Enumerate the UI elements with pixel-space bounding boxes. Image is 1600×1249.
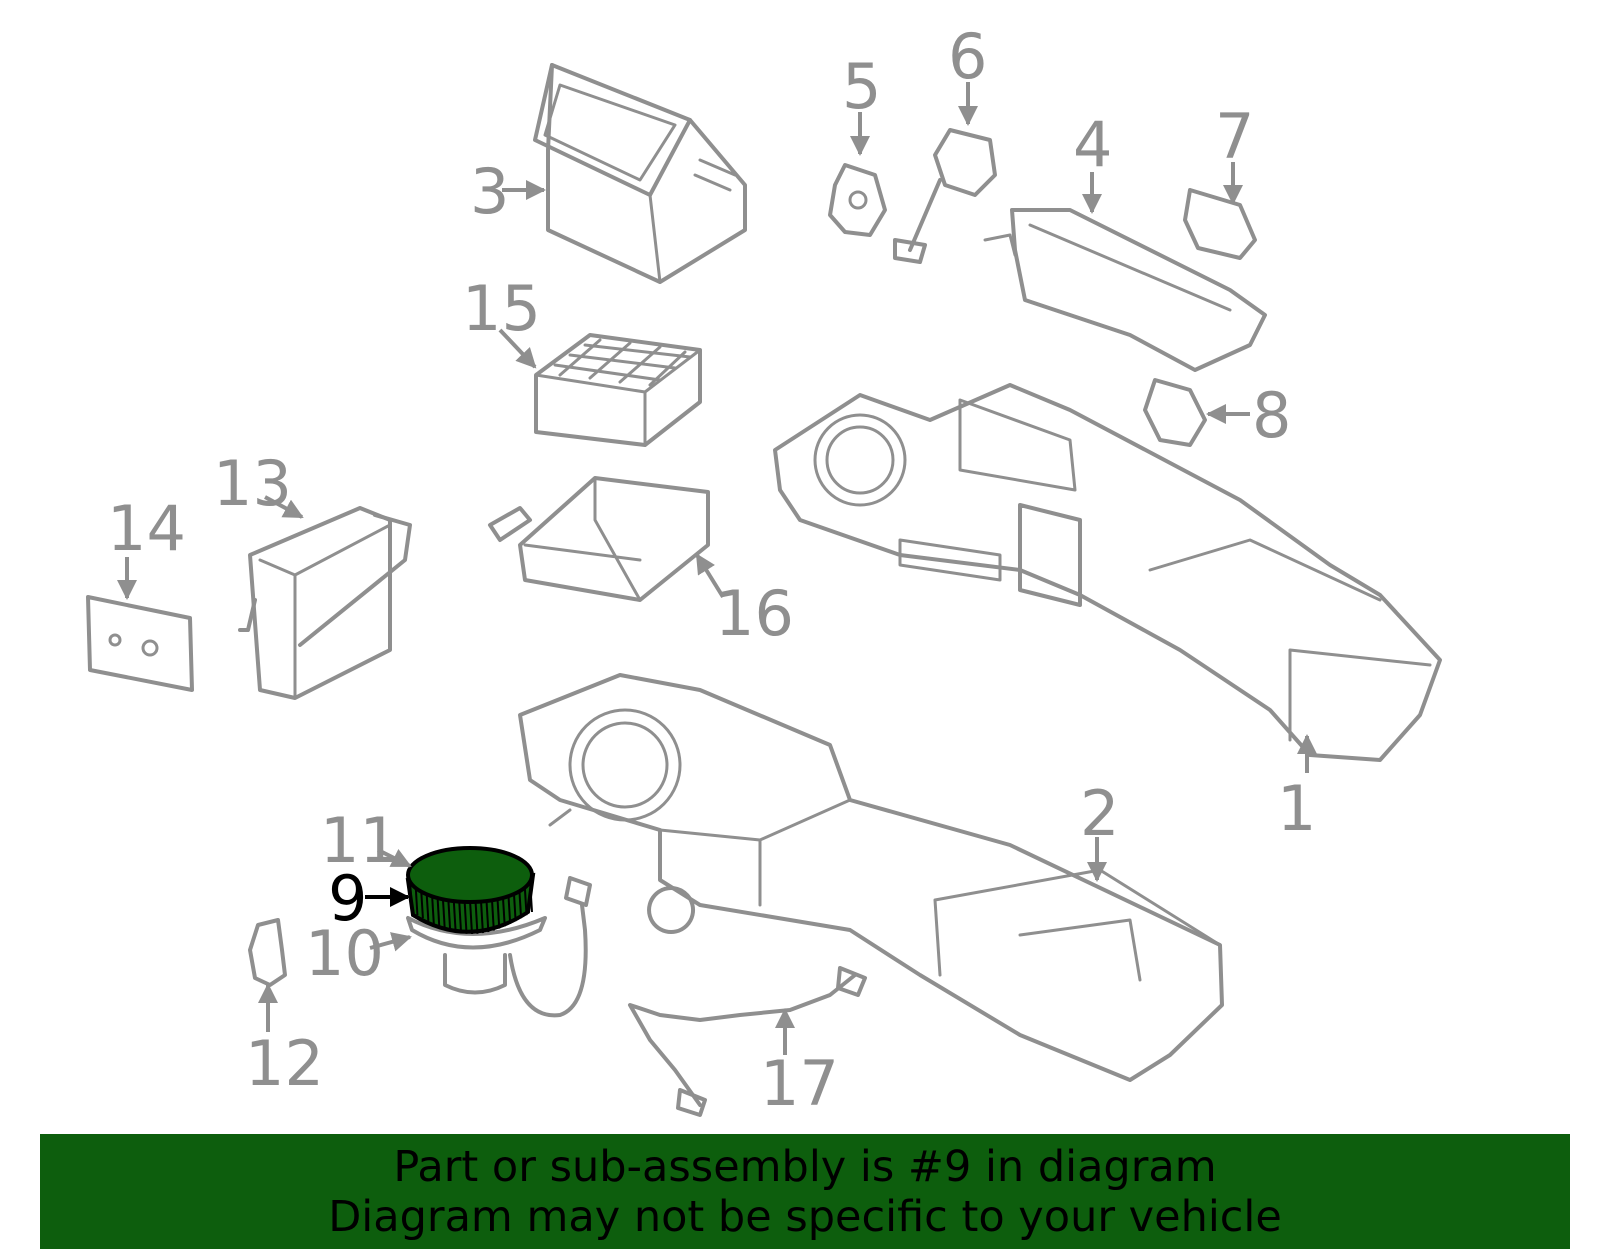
part-7-actuator — [1183, 188, 1257, 260]
info-banner: Part or sub-assembly is #9 in diagram Di… — [40, 1134, 1570, 1249]
callout-9: 9 — [328, 862, 367, 935]
part-2-lower-case — [518, 673, 1224, 1082]
part-10-blower-motor — [406, 876, 592, 1018]
part-4-tray — [983, 208, 1267, 372]
callout-arrows — [117, 82, 1317, 1055]
part-13-evaporator — [238, 506, 412, 700]
part-9-blower-wheel-highlighted — [405, 846, 536, 935]
callout-6: 6 — [948, 20, 987, 93]
part-6-actuator-linkage — [893, 128, 997, 264]
blower-fin — [469, 899, 473, 935]
callout-15: 15 — [462, 272, 541, 345]
blower-fin — [490, 896, 495, 931]
blower-fin — [458, 899, 463, 934]
blower-fin — [474, 899, 479, 934]
part-1-upper-case — [773, 383, 1442, 762]
part-14-seal-plate — [86, 595, 194, 692]
callout-8: 8 — [1252, 379, 1291, 452]
banner-line-2: Diagram may not be specific to your vehi… — [328, 1191, 1282, 1242]
blower-fin — [452, 898, 457, 933]
callout-1: 1 — [1277, 772, 1316, 845]
callout-10: 10 — [305, 917, 384, 990]
blower-fin — [529, 879, 533, 913]
callout-labels: 1 2 3 4 5 6 7 8 9 10 11 12 13 14 15 16 1… — [107, 20, 1316, 1120]
part-16-door-assembly — [488, 476, 710, 602]
part-15-filter — [534, 333, 702, 447]
callout-13: 13 — [213, 447, 292, 520]
callout-7: 7 — [1215, 100, 1254, 173]
callout-2: 2 — [1080, 777, 1119, 850]
banner-line-1: Part or sub-assembly is #9 in diagram — [393, 1141, 1217, 1192]
part-17-wiring-harness — [628, 966, 867, 1117]
blower-fin — [463, 899, 468, 934]
blower-wheel-top — [406, 846, 534, 904]
part-12-resistor — [248, 918, 287, 987]
callout-17: 17 — [760, 1047, 839, 1120]
part-3-housing-cover — [533, 63, 747, 284]
callout-11: 11 — [320, 804, 399, 877]
blower-fin — [479, 899, 484, 934]
callout-3: 3 — [470, 155, 509, 228]
callout-16: 16 — [715, 577, 794, 650]
blower-fin — [485, 898, 490, 933]
callout-14: 14 — [107, 492, 186, 565]
callout-5: 5 — [842, 50, 881, 123]
callout-4: 4 — [1073, 108, 1112, 181]
callout-12: 12 — [245, 1027, 324, 1100]
part-8-actuator — [1143, 378, 1207, 447]
part-5-actuator — [828, 163, 887, 237]
